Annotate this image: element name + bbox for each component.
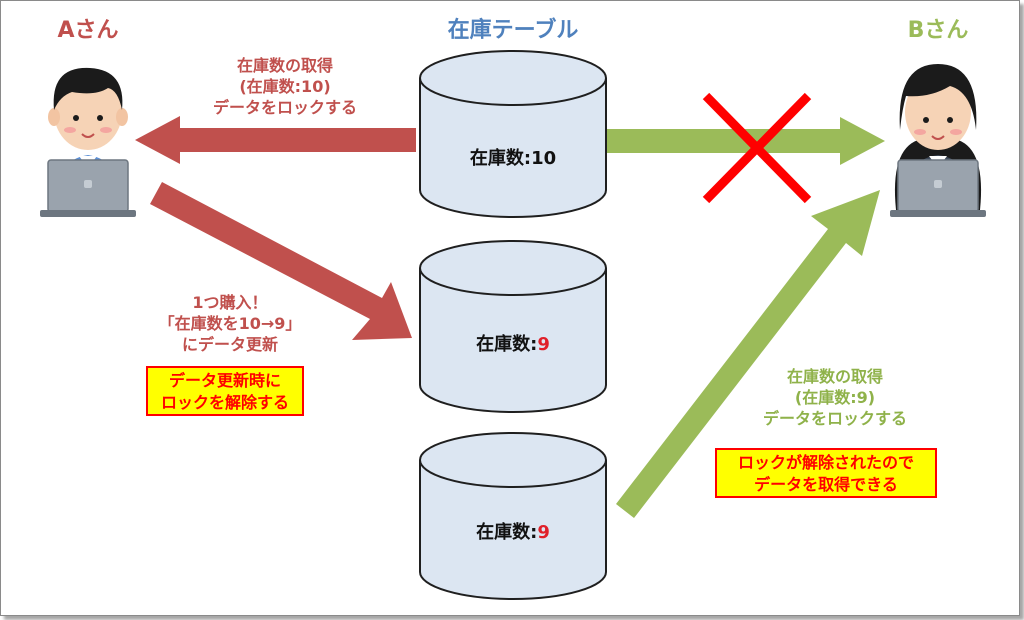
note-line: データをロックする bbox=[212, 98, 357, 117]
db-cylinder-2-label: 在庫数:9 bbox=[433, 330, 593, 356]
note-b-get: 在庫数の取得 (在庫数:9) データをロックする bbox=[735, 366, 935, 429]
stock-label: 在庫数: bbox=[476, 334, 538, 355]
arrow-a-get bbox=[135, 116, 416, 164]
note-line: 「在庫数を10→9」 bbox=[158, 314, 302, 333]
cross-mark-icon bbox=[702, 92, 812, 204]
stock-value: 9 bbox=[537, 334, 550, 355]
arrow-a-update bbox=[150, 182, 412, 340]
note-line: (在庫数:9) bbox=[794, 388, 876, 407]
db-cylinder-3-label: 在庫数:9 bbox=[433, 518, 593, 544]
note-line: 1つ購入！ bbox=[192, 293, 268, 312]
callout-line: ロックが解除されたので bbox=[737, 453, 914, 472]
stock-value: 10 bbox=[531, 148, 557, 169]
stock-value: 9 bbox=[537, 522, 550, 543]
db-cylinder-1-label: 在庫数:10 bbox=[433, 144, 593, 170]
callout-acquire: ロックが解除されたので データを取得できる bbox=[715, 448, 937, 498]
stock-label: 在庫数: bbox=[476, 522, 538, 543]
arrow-b-get bbox=[616, 190, 880, 518]
note-a-get: 在庫数の取得 (在庫数:10) データをロックする bbox=[175, 55, 395, 118]
woman-with-laptop-icon bbox=[890, 64, 986, 217]
note-line: にデータ更新 bbox=[181, 335, 278, 354]
db-cylinder-1 bbox=[419, 50, 607, 218]
callout-line: ロックを解除する bbox=[160, 393, 289, 412]
person-a-name: Aさん bbox=[57, 18, 119, 43]
table-title: 在庫テーブル bbox=[447, 18, 579, 43]
db-cylinder-3 bbox=[419, 432, 607, 600]
db-cylinder-2 bbox=[419, 240, 607, 413]
note-a-update: 1つ購入！ 「在庫数を10→9」 にデータ更新 bbox=[130, 292, 330, 355]
callout-line: データ更新時に bbox=[168, 371, 281, 390]
callout-line: データを取得できる bbox=[754, 475, 898, 494]
note-line: 在庫数の取得 bbox=[786, 367, 883, 386]
note-line: (在庫数:10) bbox=[239, 77, 331, 96]
note-line: データをロックする bbox=[762, 409, 907, 428]
man-with-laptop-icon bbox=[40, 67, 136, 217]
note-line: 在庫数の取得 bbox=[236, 56, 333, 75]
callout-unlock: データ更新時に ロックを解除する bbox=[146, 366, 304, 416]
person-b-name: Bさん bbox=[907, 18, 969, 43]
stock-label: 在庫数: bbox=[469, 148, 532, 169]
